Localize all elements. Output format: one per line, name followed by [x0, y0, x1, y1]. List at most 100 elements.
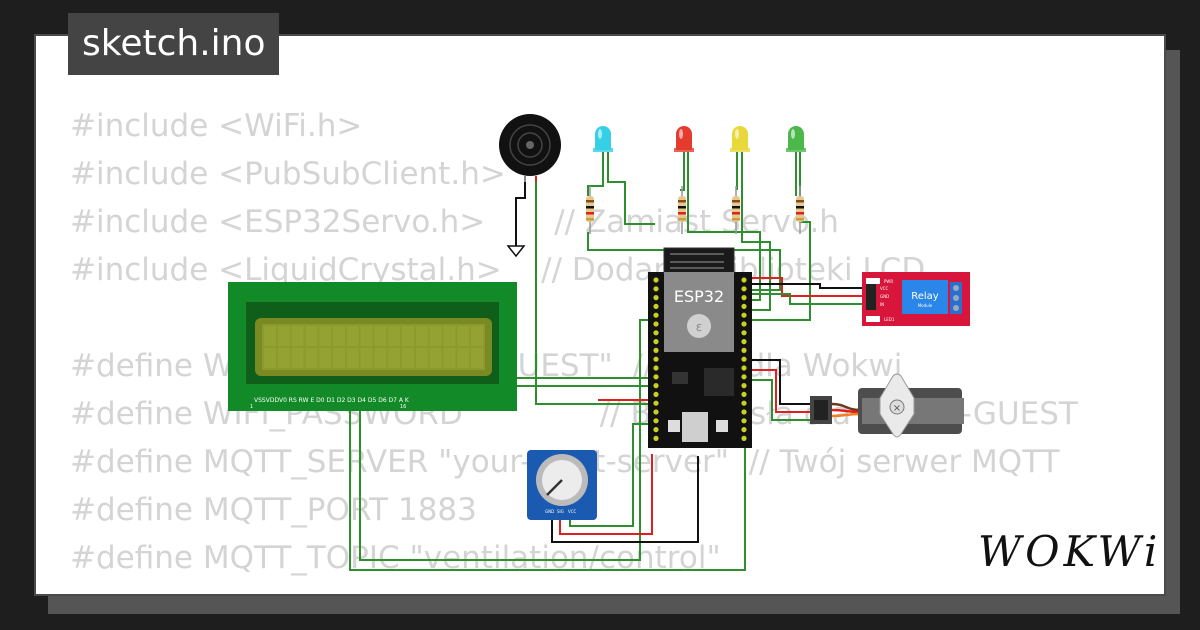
esp32-pin	[653, 321, 659, 327]
code-line: #define MQTT_PORT 1883	[70, 492, 477, 528]
esp32-pin	[741, 383, 747, 389]
esp32-pin	[653, 435, 659, 441]
esp32-pin	[653, 347, 659, 353]
esp32-pin	[741, 295, 747, 301]
led-group	[586, 126, 806, 234]
esp32-pin	[653, 295, 659, 301]
esp32-pin	[741, 339, 747, 345]
lcd-pin-first: 1	[250, 404, 253, 410]
esp32-pin	[653, 365, 659, 371]
led[interactable]	[786, 126, 806, 152]
esp32-pin	[653, 330, 659, 336]
esp32-label: ESP32	[674, 287, 724, 306]
esp32-pin	[741, 286, 747, 292]
esp32-pin	[741, 391, 747, 397]
buzzer[interactable]	[499, 114, 561, 182]
lcd-cell	[402, 348, 414, 368]
led[interactable]	[730, 126, 750, 152]
esp32-board[interactable]: ESP32 ε	[648, 247, 752, 448]
esp32-pin	[653, 427, 659, 433]
relay-led-pwr: PWR	[884, 279, 893, 284]
esp32-pin	[741, 303, 747, 309]
lcd-cell	[443, 326, 456, 346]
esp32-pin	[741, 321, 747, 327]
file-tab[interactable]: sketch.ino	[68, 13, 280, 75]
relay-module[interactable]: PWR LED1 VCC GND IN Relay Module	[862, 272, 970, 326]
relay-pin-vcc: VCC	[880, 286, 889, 291]
relay-label: Relay	[911, 291, 939, 302]
lcd-cell	[471, 326, 483, 346]
esp32-pin	[741, 312, 747, 318]
pot-pin-gnd: GND	[545, 509, 554, 514]
esp32-pin	[741, 356, 747, 362]
lcd-cell	[388, 326, 401, 346]
lcd-cell	[319, 326, 332, 346]
resistor	[796, 186, 804, 234]
lcd-cell	[291, 326, 304, 346]
lcd-cell	[277, 326, 290, 346]
lcd-cell	[457, 326, 470, 346]
lcd-cell	[277, 348, 290, 368]
lcd-cell	[360, 348, 373, 368]
servo-motor[interactable]: ×	[810, 373, 964, 438]
relay-led-1: LED1	[884, 317, 895, 322]
esp32-pin	[653, 418, 659, 424]
esp32-pin	[653, 277, 659, 283]
lcd-display[interactable]: VSSVDDV0 RS RW E D0 D1 D2 D3 D4 D5 D6 D7…	[228, 282, 517, 411]
esp32-pin	[653, 409, 659, 415]
lcd-cell	[264, 348, 276, 368]
relay-sublabel: Module	[918, 303, 933, 308]
lcd-cell	[374, 348, 387, 368]
esp32-pin	[741, 365, 747, 371]
esp32-pin	[741, 418, 747, 424]
esp32-pin	[741, 330, 747, 336]
lcd-cell	[319, 348, 332, 368]
esp32-pin	[741, 277, 747, 283]
lcd-cell	[388, 348, 401, 368]
wokwi-logo: WOKWi	[978, 527, 1162, 576]
esp32-pin	[741, 374, 747, 380]
led[interactable]	[593, 126, 613, 152]
resistor	[678, 186, 686, 234]
lcd-cell	[333, 348, 345, 368]
lcd-cell	[415, 348, 428, 368]
lcd-cell	[291, 348, 304, 368]
esp32-pin	[741, 409, 747, 415]
esp32-pin	[653, 383, 659, 389]
esp32-pin	[653, 286, 659, 292]
relay-pin-gnd: GND	[880, 294, 889, 299]
esp32-pin	[741, 427, 747, 433]
lcd-cell	[429, 326, 442, 346]
pot-pin-sig: SIG	[557, 509, 564, 514]
esp32-pin	[653, 356, 659, 362]
lcd-cell	[360, 326, 373, 346]
lcd-cell	[402, 326, 414, 346]
pot-pin-vcc: VCC	[568, 509, 577, 514]
esp32-pin	[653, 400, 659, 406]
esp32-pin	[653, 312, 659, 318]
lcd-cell	[346, 326, 359, 346]
espressif-icon: ε	[696, 320, 703, 334]
lcd-cell	[305, 326, 318, 346]
resistor	[732, 186, 740, 234]
led[interactable]	[674, 126, 694, 152]
potentiometer[interactable]: GND SIG VCC	[527, 450, 597, 520]
esp32-pin	[653, 339, 659, 345]
lcd-cell	[346, 348, 359, 368]
esp32-pin	[741, 400, 747, 406]
lcd-cell	[333, 326, 345, 346]
esp32-pin	[653, 303, 659, 309]
lcd-pin-labels: VSSVDDV0 RS RW E D0 D1 D2 D3 D4 D5 D6 D7…	[254, 397, 410, 404]
code-line: #include <WiFi.h>	[70, 108, 363, 144]
relay-pin-in: IN	[880, 302, 884, 307]
lcd-cell	[374, 326, 387, 346]
lcd-cell	[415, 326, 428, 346]
esp32-pin	[741, 435, 747, 441]
lcd-cell	[264, 326, 276, 346]
code-line: #include <PubSubClient.h>	[70, 156, 506, 192]
resistor	[586, 186, 594, 234]
lcd-cell	[457, 348, 470, 368]
lcd-cell	[443, 348, 456, 368]
code-line: #include <ESP32Servo.h> // Zamiast Servo…	[70, 204, 839, 240]
